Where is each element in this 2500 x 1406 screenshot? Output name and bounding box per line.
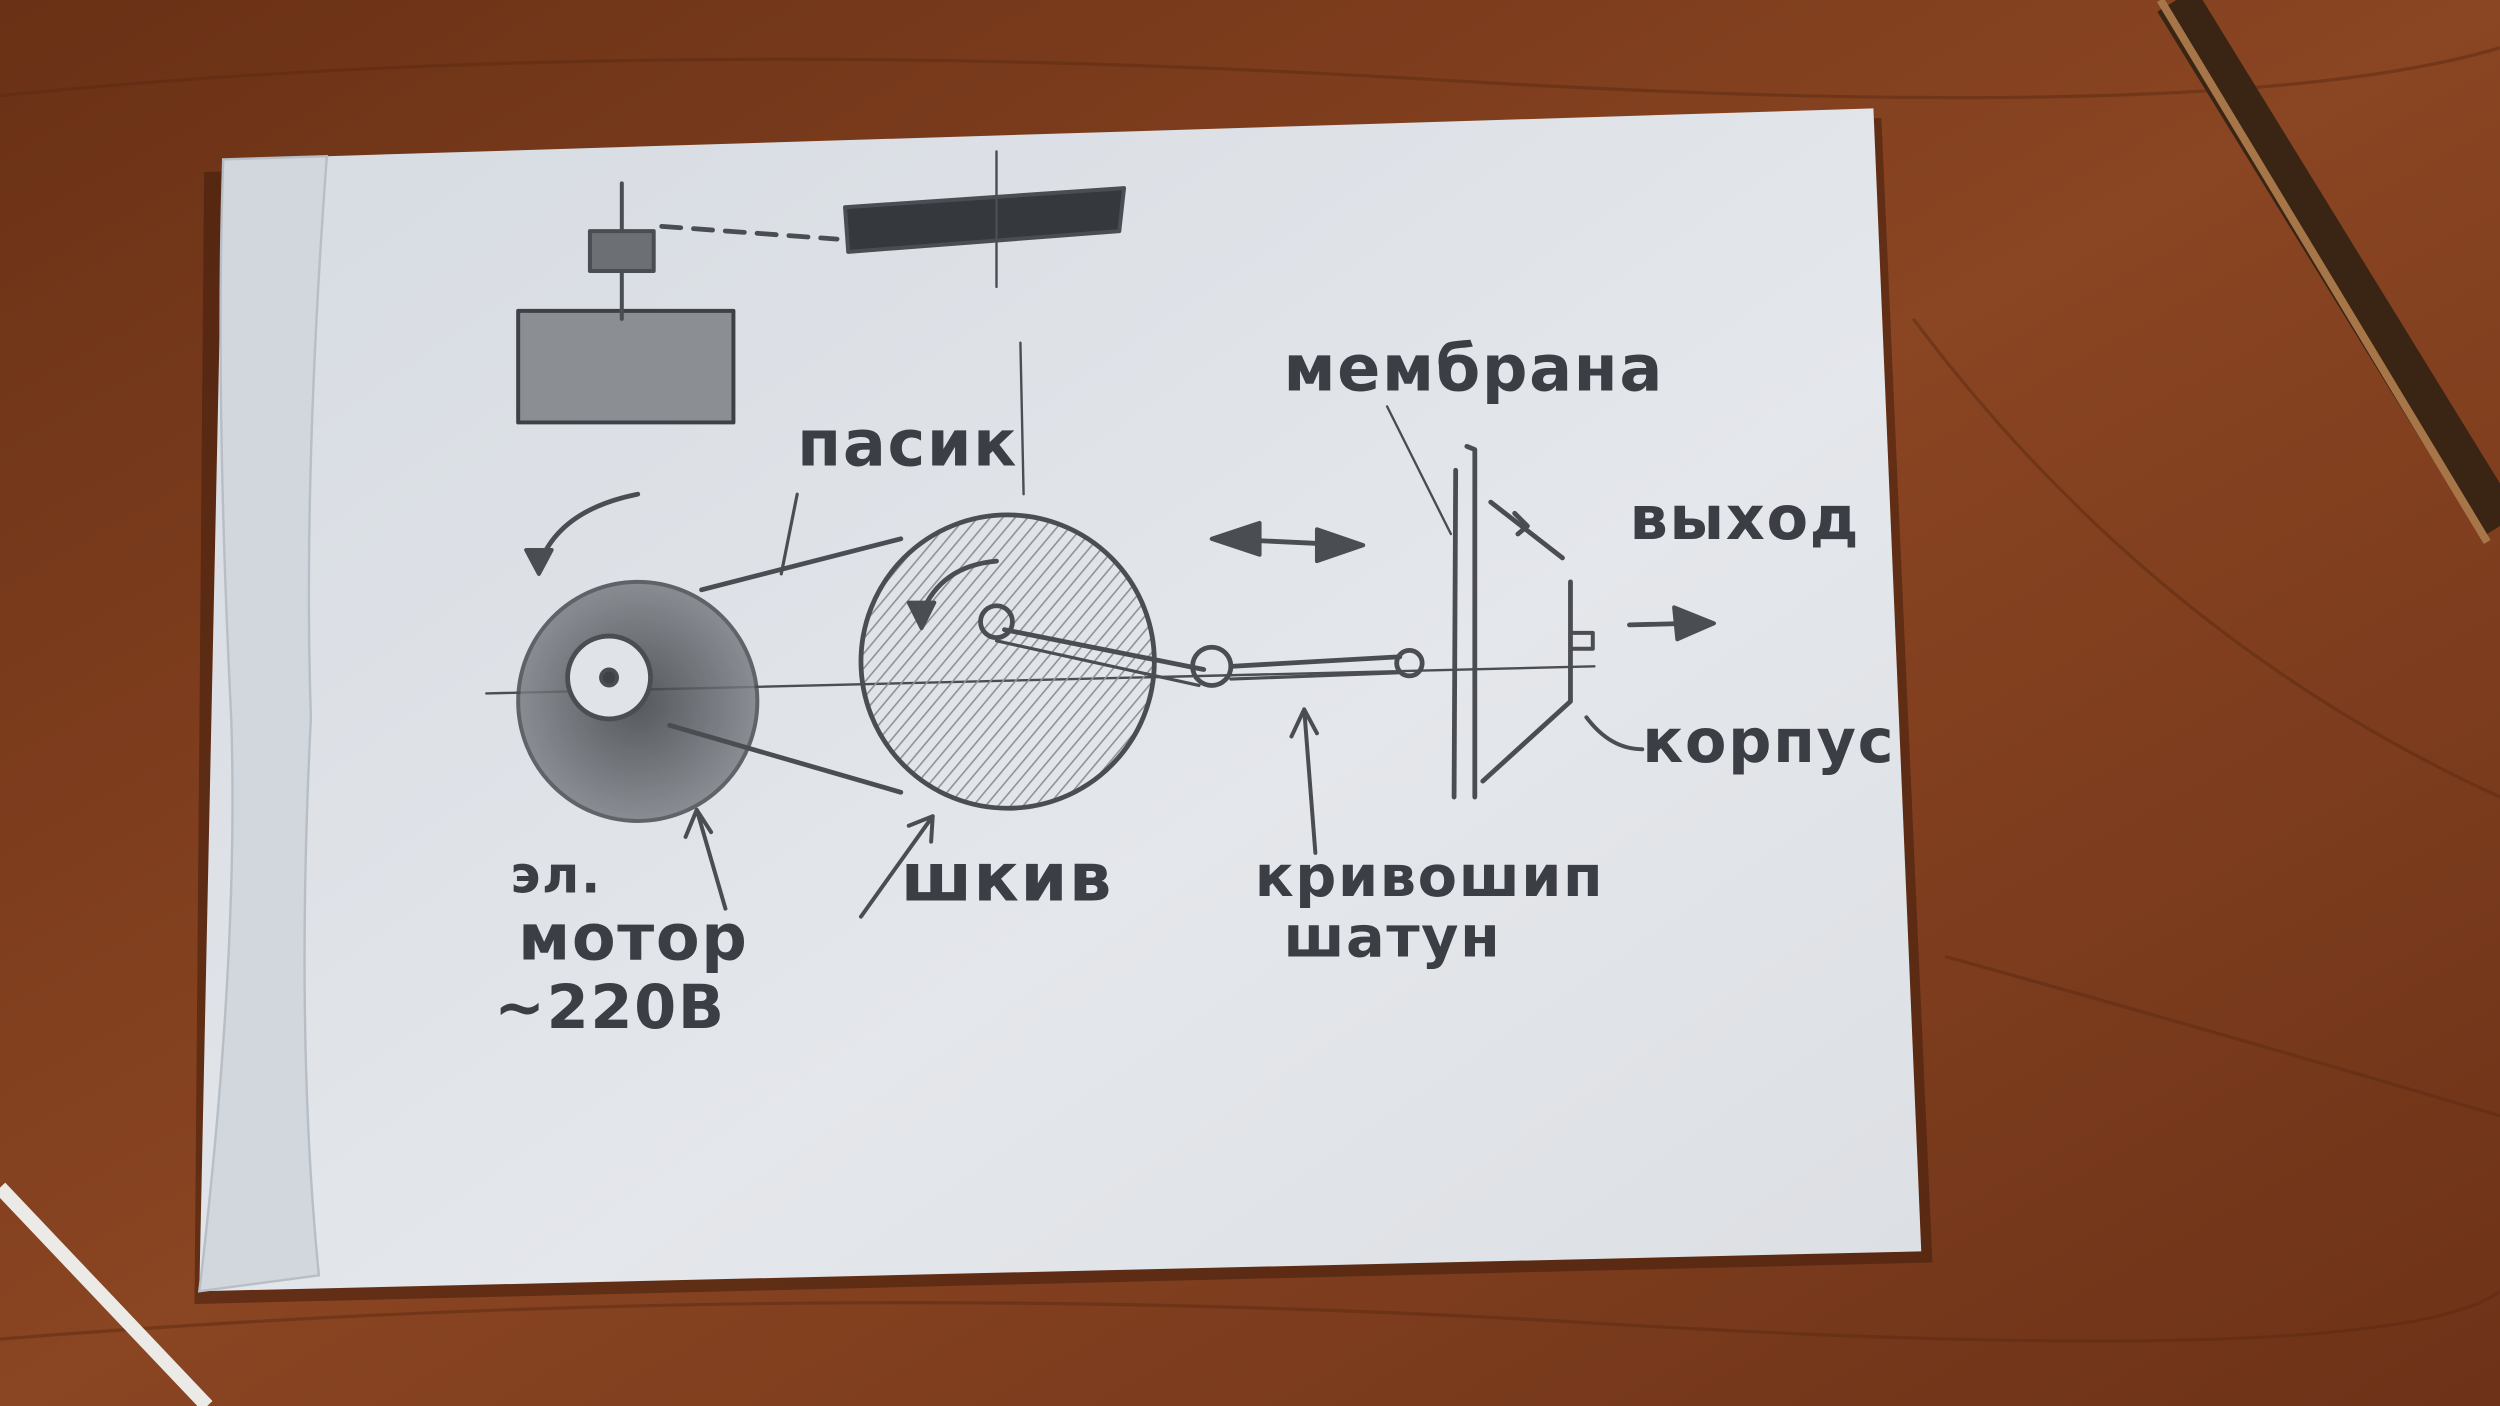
- label-motor-2: мотор: [518, 902, 748, 976]
- notepad-binding: [197, 154, 329, 1293]
- pulley: [858, 512, 1157, 811]
- label-belt: пасик: [797, 407, 1018, 481]
- label-motor-1: эл.: [510, 847, 602, 906]
- outlet-port: [1568, 630, 1595, 651]
- belt-top: [699, 536, 904, 593]
- label-housing: корпус: [1642, 707, 1895, 777]
- label-crank-2: шатун: [1283, 903, 1501, 970]
- label-outlet: выход: [1629, 484, 1860, 554]
- label-crank-1: кривошип: [1255, 843, 1604, 910]
- label-pulley: шкив: [901, 839, 1113, 917]
- belt-bottom: [667, 722, 904, 795]
- label-membrane: мембрана: [1283, 333, 1663, 407]
- white-cable: [0, 1182, 213, 1406]
- membrane: [1451, 467, 1459, 800]
- housing: [1480, 499, 1573, 784]
- mechanism-drawing: [485, 405, 1716, 919]
- pencil-edge: [2156, 0, 2491, 545]
- top-detail-drawing: [516, 150, 1127, 496]
- pencil-object: [2157, 0, 2500, 538]
- label-motor-3: ~220В: [494, 973, 725, 1043]
